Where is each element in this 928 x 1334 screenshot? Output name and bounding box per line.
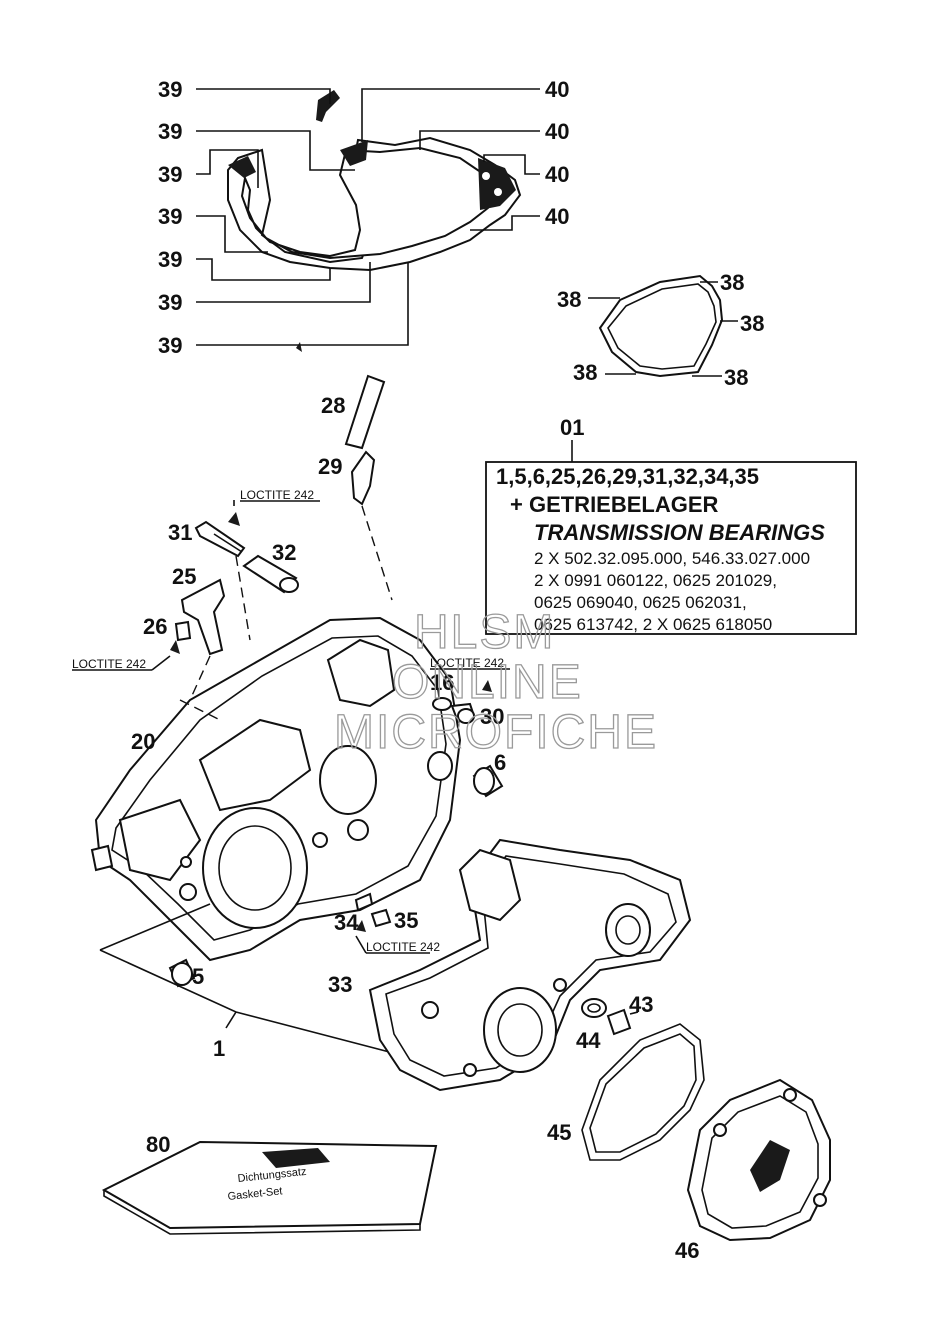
crankcase-gasket [227,90,522,352]
label-39: 39 [158,247,182,272]
ignition-cover-gasket: 38 38 38 38 38 [557,270,764,390]
label-38: 38 [557,287,581,312]
label-38: 38 [724,365,748,390]
label-5: 5 [192,964,204,989]
crankcase-left-half: 20 [90,616,462,962]
label-39: 39 [158,162,182,187]
label-40: 40 [545,204,569,229]
label-33: 33 [328,972,352,997]
sleeve-and-assembly-lines: 5 1 [99,903,421,1061]
kit-bearing-list: 2 X 502.32.095.000, 546.33.027.000 [534,549,810,568]
label-31: 31 [168,520,192,545]
label-38: 38 [573,360,597,385]
watermark-line: HLSM [414,606,555,659]
kit-box-frame [485,461,857,635]
label-39: 39 [158,333,182,358]
label-38: 38 [720,270,744,295]
small-screw-group: 34 35 LOCTITE 242 [334,892,440,954]
label-39: 39 [158,119,182,144]
label-30: 30 [480,704,504,729]
drain-plug-group: 43 44 [576,992,653,1053]
label-29: 29 [318,454,342,479]
label-80: 80 [146,1132,170,1157]
label-26: 26 [143,614,167,639]
label-16: 16 [430,670,454,695]
label-44: 44 [576,1028,601,1053]
kit-parts-list: 1,5,6,25,26,29,31,32,34,35 [496,464,759,489]
label-32: 32 [272,540,296,565]
label-39: 39 [158,204,182,229]
cover-gasket: 45 [547,1023,705,1161]
label-40: 40 [545,162,569,187]
loctite-note: LOCTITE 242 [240,488,314,502]
watermark: HLSM ONLINE MICROFICHE [333,605,658,759]
watermark-line: ONLINE [392,656,583,709]
kit-bearing-list: 0625 613742, 2 X 0625 618050 [534,615,772,634]
label-43: 43 [629,992,653,1017]
label-38: 38 [740,311,764,336]
label-group-39-40: 39 39 39 39 39 39 39 40 40 40 40 [158,77,569,358]
gasket-leader-lines [196,88,540,346]
label-39: 39 [158,77,182,102]
watermark-line: MICROFICHE [334,706,658,759]
crankcase-right-half: 33 [328,838,692,1092]
label-20: 20 [131,729,155,754]
loctite-note: LOCTITE 242 [366,940,440,954]
label-6: 6 [494,750,506,775]
label-01: 01 [560,415,584,440]
label-40: 40 [545,119,569,144]
ignition-cover: 46 [675,1078,831,1263]
label-46: 46 [675,1238,699,1263]
kit-bearing-list: 2 X 0991 060122, 0625 201029, [534,571,777,590]
label-39: 39 [158,290,182,315]
label-28: 28 [321,393,345,418]
card-title-en: Gasket-Set [227,1185,283,1203]
kit-title-en: TRANSMISSION BEARINGS [534,520,825,545]
kit-title-de: + GETRIEBELAGER [510,492,719,517]
gasket-set-card: Dichtungssatz Gasket-Set 80 [101,1132,438,1235]
loctite-note: LOCTITE 242 [72,657,146,671]
loctite-note: LOCTITE 242 [430,656,504,670]
label-45: 45 [547,1120,571,1145]
label-34: 34 [334,910,359,935]
label-1: 1 [213,1036,225,1061]
label-35: 35 [394,908,418,933]
label-40: 40 [545,77,569,102]
label-25: 25 [172,564,196,589]
hose-and-nipple: 28 29 [318,374,393,601]
screw-and-bearing-group: LOCTITE 242 16 30 6 [430,656,510,798]
bolt-sleeve-bracket-group: LOCTITE 242 LOCTITE 242 31 32 25 26 [72,488,320,701]
kit-bearing-list: 0625 069040, 0625 062031, [534,593,747,612]
kit-box: 01 1,5,6,25,26,29,31,32,34,35 + GETRIEBE… [485,415,857,635]
